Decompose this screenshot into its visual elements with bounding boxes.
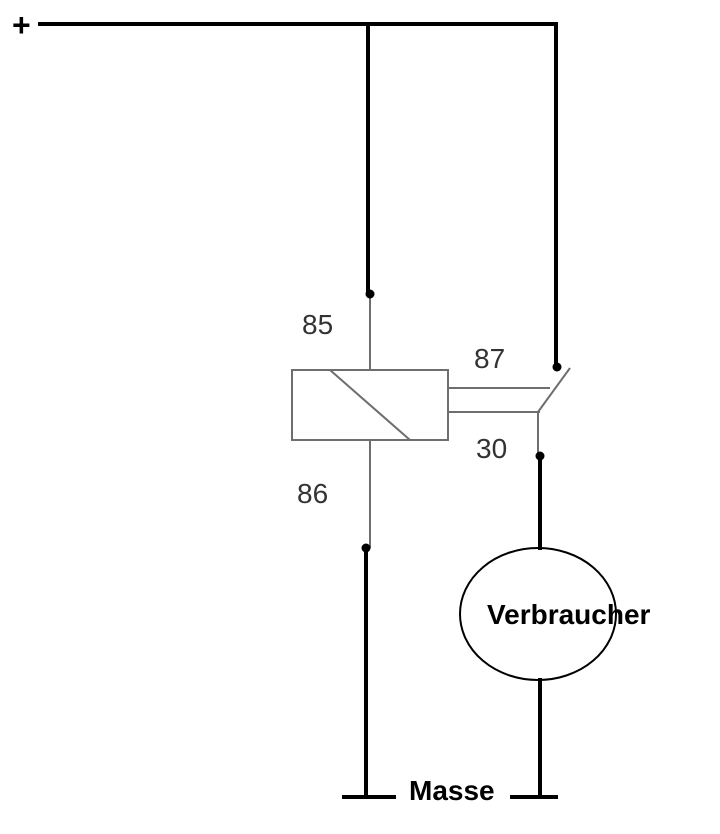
- pin-30-label: 30: [476, 433, 507, 464]
- pin-85-label: 85: [302, 309, 333, 340]
- node-pin-30: [535, 451, 545, 461]
- relay-coil: [291, 369, 449, 441]
- node-pin-87: [552, 362, 562, 372]
- pin-86-label: 86: [297, 478, 328, 509]
- node-pin-85: [365, 289, 375, 299]
- load-label: Verbraucher: [487, 599, 651, 630]
- relay-switch-contact: [537, 367, 571, 413]
- ground-label: Masse: [409, 775, 495, 806]
- node-pin-86: [361, 543, 371, 553]
- relay-coil-diagonal: [329, 369, 411, 441]
- pin-87-label: 87: [474, 343, 505, 374]
- relay-armature-link: [448, 387, 550, 413]
- supply-plus-label: +: [12, 7, 31, 43]
